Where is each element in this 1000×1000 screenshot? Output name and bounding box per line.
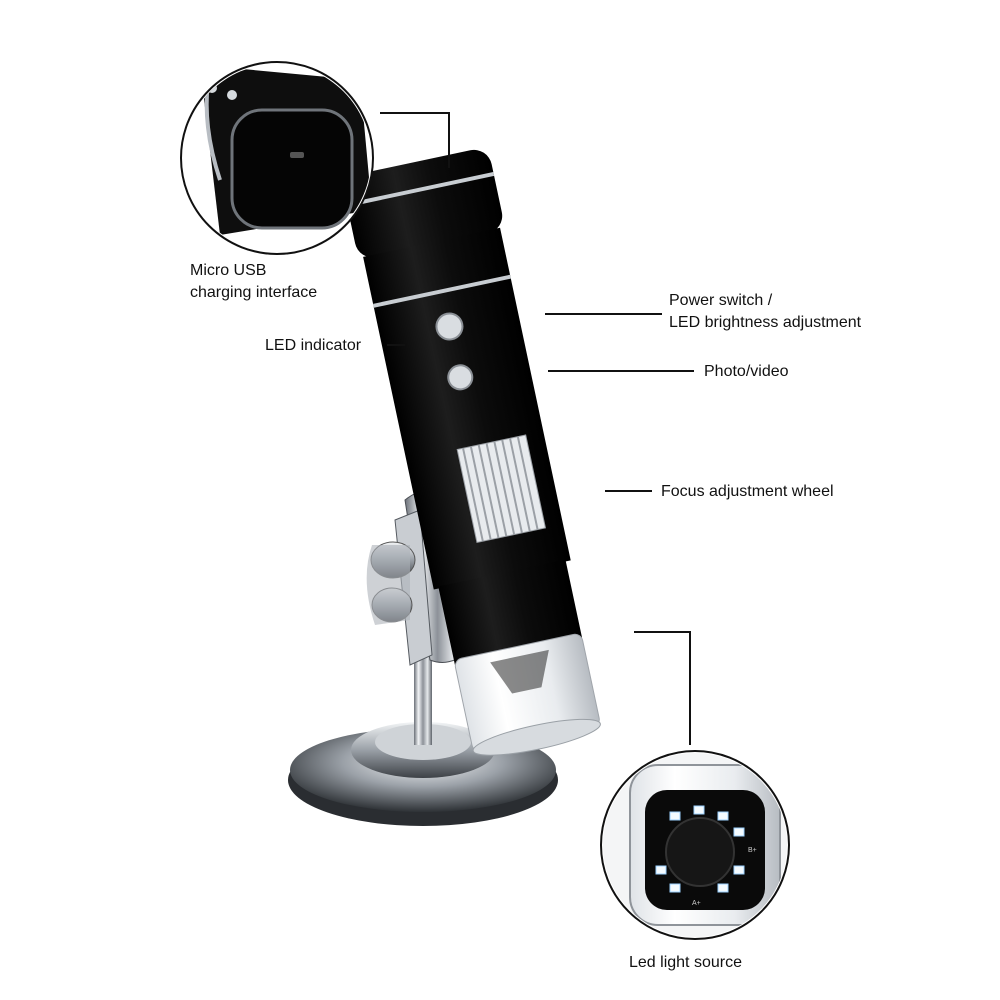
led-light-icon [733,865,745,875]
microscope-body [344,149,601,756]
power-callout-line1: Power switch / [669,292,773,309]
photo-video-label: Photo/video [704,363,789,380]
led-light-icon [733,827,745,837]
callout-lines [380,112,694,745]
b-plus-marking: B+ [748,847,757,854]
usb-leader-line [380,112,450,168]
led-light-icon [655,865,667,875]
photo-video-button[interactable] [446,363,474,391]
power-callout-line2: LED brightness adjustment [669,314,862,331]
led-light-icon [717,811,729,821]
led-light-icon [669,883,681,893]
led-ring [655,805,745,893]
led-light-icon [693,805,705,815]
led-source-inset: B+ A+ [600,750,790,940]
usb-detail-inset [180,61,374,255]
usb-callout-label: Micro USB charging interface [190,260,317,304]
usb-callout-line1: Micro USB [190,262,267,279]
focus-wheel-label: Focus adjustment wheel [661,483,834,500]
led-light-icon [669,811,681,821]
power-callout-label: Power switch / LED brightness adjustment [669,290,861,334]
light-leader-line [634,631,691,745]
focus-wheel[interactable] [456,434,547,544]
led-light-icon [717,883,729,893]
led-indicator-label: LED indicator [265,337,362,354]
usb-callout-line2: charging interface [190,284,318,301]
light-source-label: Led light source [629,954,742,971]
a-plus-marking: A+ [692,900,701,907]
power-button[interactable] [434,311,465,342]
